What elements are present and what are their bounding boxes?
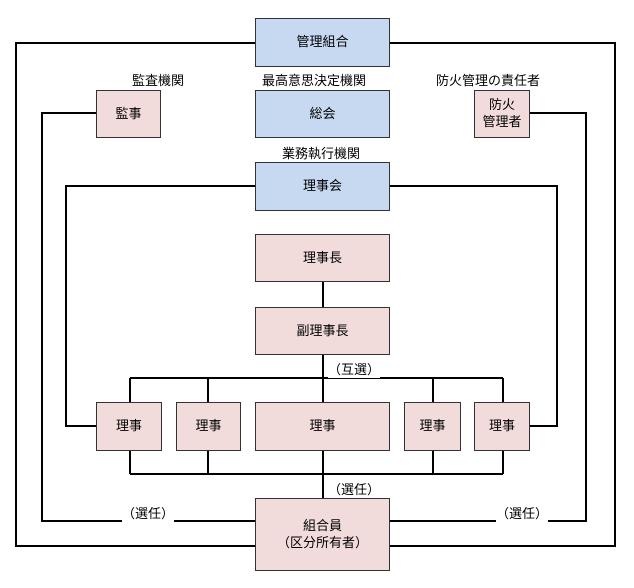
- senin-center-label: （選任）: [328, 479, 381, 498]
- gyoumu-label: 業務執行機関: [282, 143, 361, 162]
- riji-box-3: 理事: [255, 402, 390, 451]
- bouka-sekinin-label: 防火管理の責任者: [436, 70, 541, 89]
- soukai-box: 総会: [255, 90, 390, 138]
- kumiai-box: 管理組合: [255, 18, 390, 67]
- gosen-label: （互選）: [328, 359, 381, 378]
- senin-right-label: （選任）: [496, 503, 549, 522]
- bouka-kanrisha-box: 防火 管理者: [474, 90, 530, 138]
- fukurijicho-box: 副理事長: [255, 307, 390, 355]
- riji-box-5: 理事: [474, 402, 530, 451]
- kansa-label: 監査機関: [132, 70, 185, 89]
- riji-box-4: 理事: [404, 402, 461, 451]
- riji-box-2: 理事: [176, 402, 241, 451]
- senin-left-label: （選任）: [122, 503, 175, 522]
- riji-box-1: 理事: [96, 402, 162, 451]
- kanji-senin-line: [41, 112, 255, 522]
- saikou-label: 最高意思決定機関: [262, 70, 367, 89]
- rijikai-box: 理事会: [255, 162, 390, 211]
- rijicho-box: 理事長: [255, 234, 390, 282]
- kanji-box: 監事: [96, 90, 161, 138]
- outer-loop-line: [15, 42, 255, 547]
- kumiaiin-box: 組合員 （区分所有者）: [255, 498, 390, 571]
- rijikai-right-line: [390, 185, 558, 427]
- rijikai-left-line: [65, 185, 255, 427]
- outer-loop-line-right: [390, 42, 616, 547]
- bouka-senin-line: [390, 112, 587, 522]
